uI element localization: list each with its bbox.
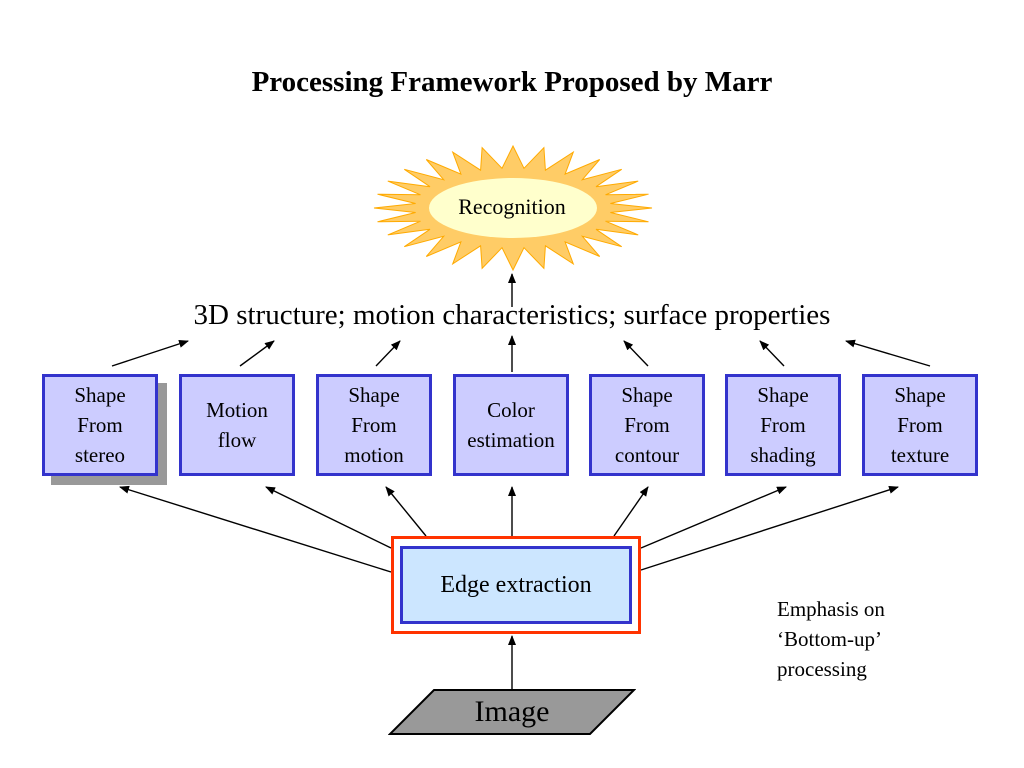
- image-label: Image: [474, 695, 550, 728]
- image-parallelogram: [388, 689, 636, 735]
- arrow-edge-to-texture: [640, 485, 899, 571]
- arrow-edge-to-contour: [613, 486, 649, 537]
- arrow-edge-to-shading: [640, 486, 787, 549]
- module-label: Shape From motion: [344, 383, 404, 467]
- recognition-label: Recognition: [458, 194, 566, 219]
- module-shape-from-texture: Shape From texture: [862, 374, 978, 476]
- module-label: Shape From contour: [614, 383, 680, 467]
- module-label: Shape From texture: [890, 383, 950, 467]
- slide-title: Processing Framework Proposed by Marr: [251, 66, 773, 98]
- module-shape-from-contour: Shape From contour: [589, 374, 705, 476]
- arrow-motion-flow-to-structure: [239, 340, 275, 367]
- module-label: Color estimation: [467, 398, 555, 452]
- module-color-estimation: Color estimation: [453, 374, 569, 476]
- module-shape-from-stereo: Shape From stereo: [42, 374, 158, 476]
- arrow-shading-to-structure: [759, 340, 785, 367]
- module-shape-from-motion: Shape From motion: [316, 374, 432, 476]
- arrow-stereo-to-structure: [111, 340, 189, 367]
- arrow-contour-to-structure: [623, 340, 649, 367]
- module-label: Shape From shading: [750, 383, 816, 467]
- arrow-edge-to-motion-flow: [265, 486, 392, 549]
- arrow-texture-to-structure: [845, 339, 931, 367]
- arrow-edge-to-shape-motion: [385, 486, 427, 537]
- structure-properties-label: 3D structure; motion characteristics; su…: [193, 299, 831, 331]
- bottom-up-note: Emphasis on ‘Bottom-up’ processing: [777, 597, 885, 681]
- module-shape-from-shading: Shape From shading: [725, 374, 841, 476]
- edge-extraction-box: Edge extraction: [400, 546, 632, 624]
- starburst-core: [429, 178, 597, 238]
- recognition-starburst: [373, 145, 653, 271]
- arrow-edge-to-stereo: [119, 485, 392, 573]
- module-label: Shape From stereo: [74, 383, 126, 467]
- module-motion-flow: Motion flow: [179, 374, 295, 476]
- arrow-shape-motion-to-structure: [375, 340, 401, 367]
- module-label: Motion flow: [206, 398, 268, 452]
